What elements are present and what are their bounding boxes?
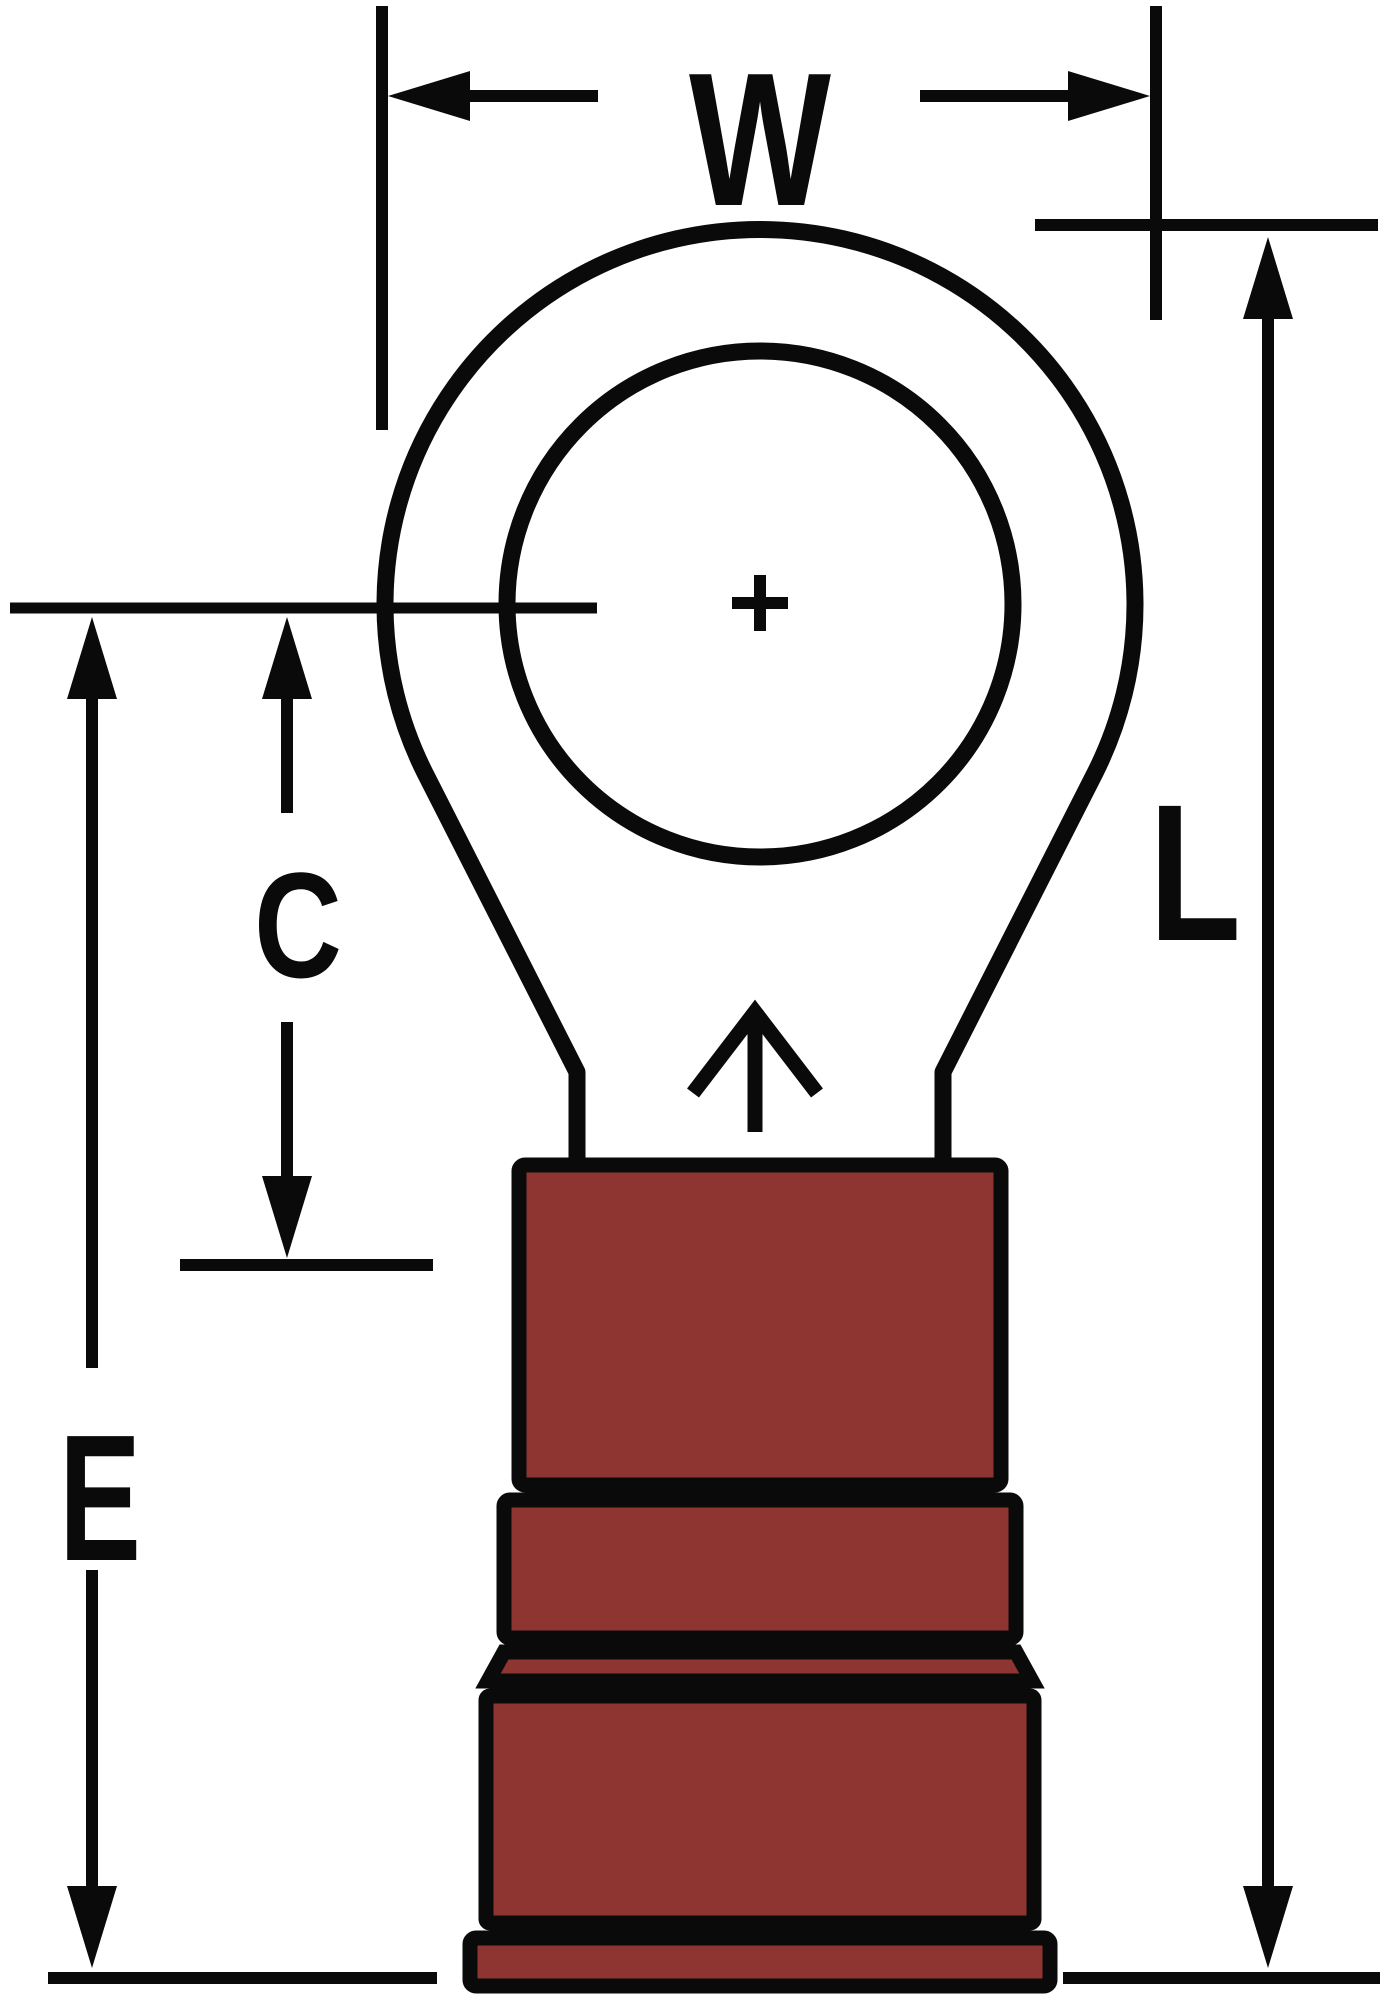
w-arrowhead-right [1068, 71, 1150, 121]
insulation-barrel [462, 1157, 1058, 1994]
e-dimension-label: E [59, 1398, 141, 1599]
wire-entry-arrowhead [687, 999, 823, 1098]
l-arrowhead-bottom [1243, 1886, 1293, 1968]
c-dimension-label: C [254, 841, 342, 1009]
l-dimension-label: L [1149, 764, 1241, 982]
l-arrowhead-top [1243, 237, 1293, 319]
e-arrowhead-bottom [67, 1886, 117, 1968]
barrel-middle-section [496, 1492, 1024, 1646]
center-mark-icon [732, 575, 788, 631]
terminal-drawing [376, 221, 1144, 1994]
barrel-collar-section [475, 1644, 1045, 1689]
dimension-C: C [180, 617, 433, 1271]
c-arrowhead-top [262, 617, 312, 699]
barrel-bottom-lip [462, 1930, 1058, 1994]
dimension-annotations: W L C E [10, 6, 1380, 1984]
dimension-W: W [376, 6, 1162, 430]
wire-entry-arrow-icon [687, 999, 823, 1132]
barrel-top-section [511, 1157, 1009, 1493]
w-dimension-label: W [689, 34, 832, 246]
barrel-lower-section [478, 1688, 1042, 1931]
c-arrowhead-bottom [262, 1176, 312, 1258]
w-arrowhead-left [388, 71, 470, 121]
dimension-E: E [48, 617, 437, 1984]
dimension-L: L [1063, 237, 1380, 1984]
e-arrowhead-top [67, 617, 117, 699]
